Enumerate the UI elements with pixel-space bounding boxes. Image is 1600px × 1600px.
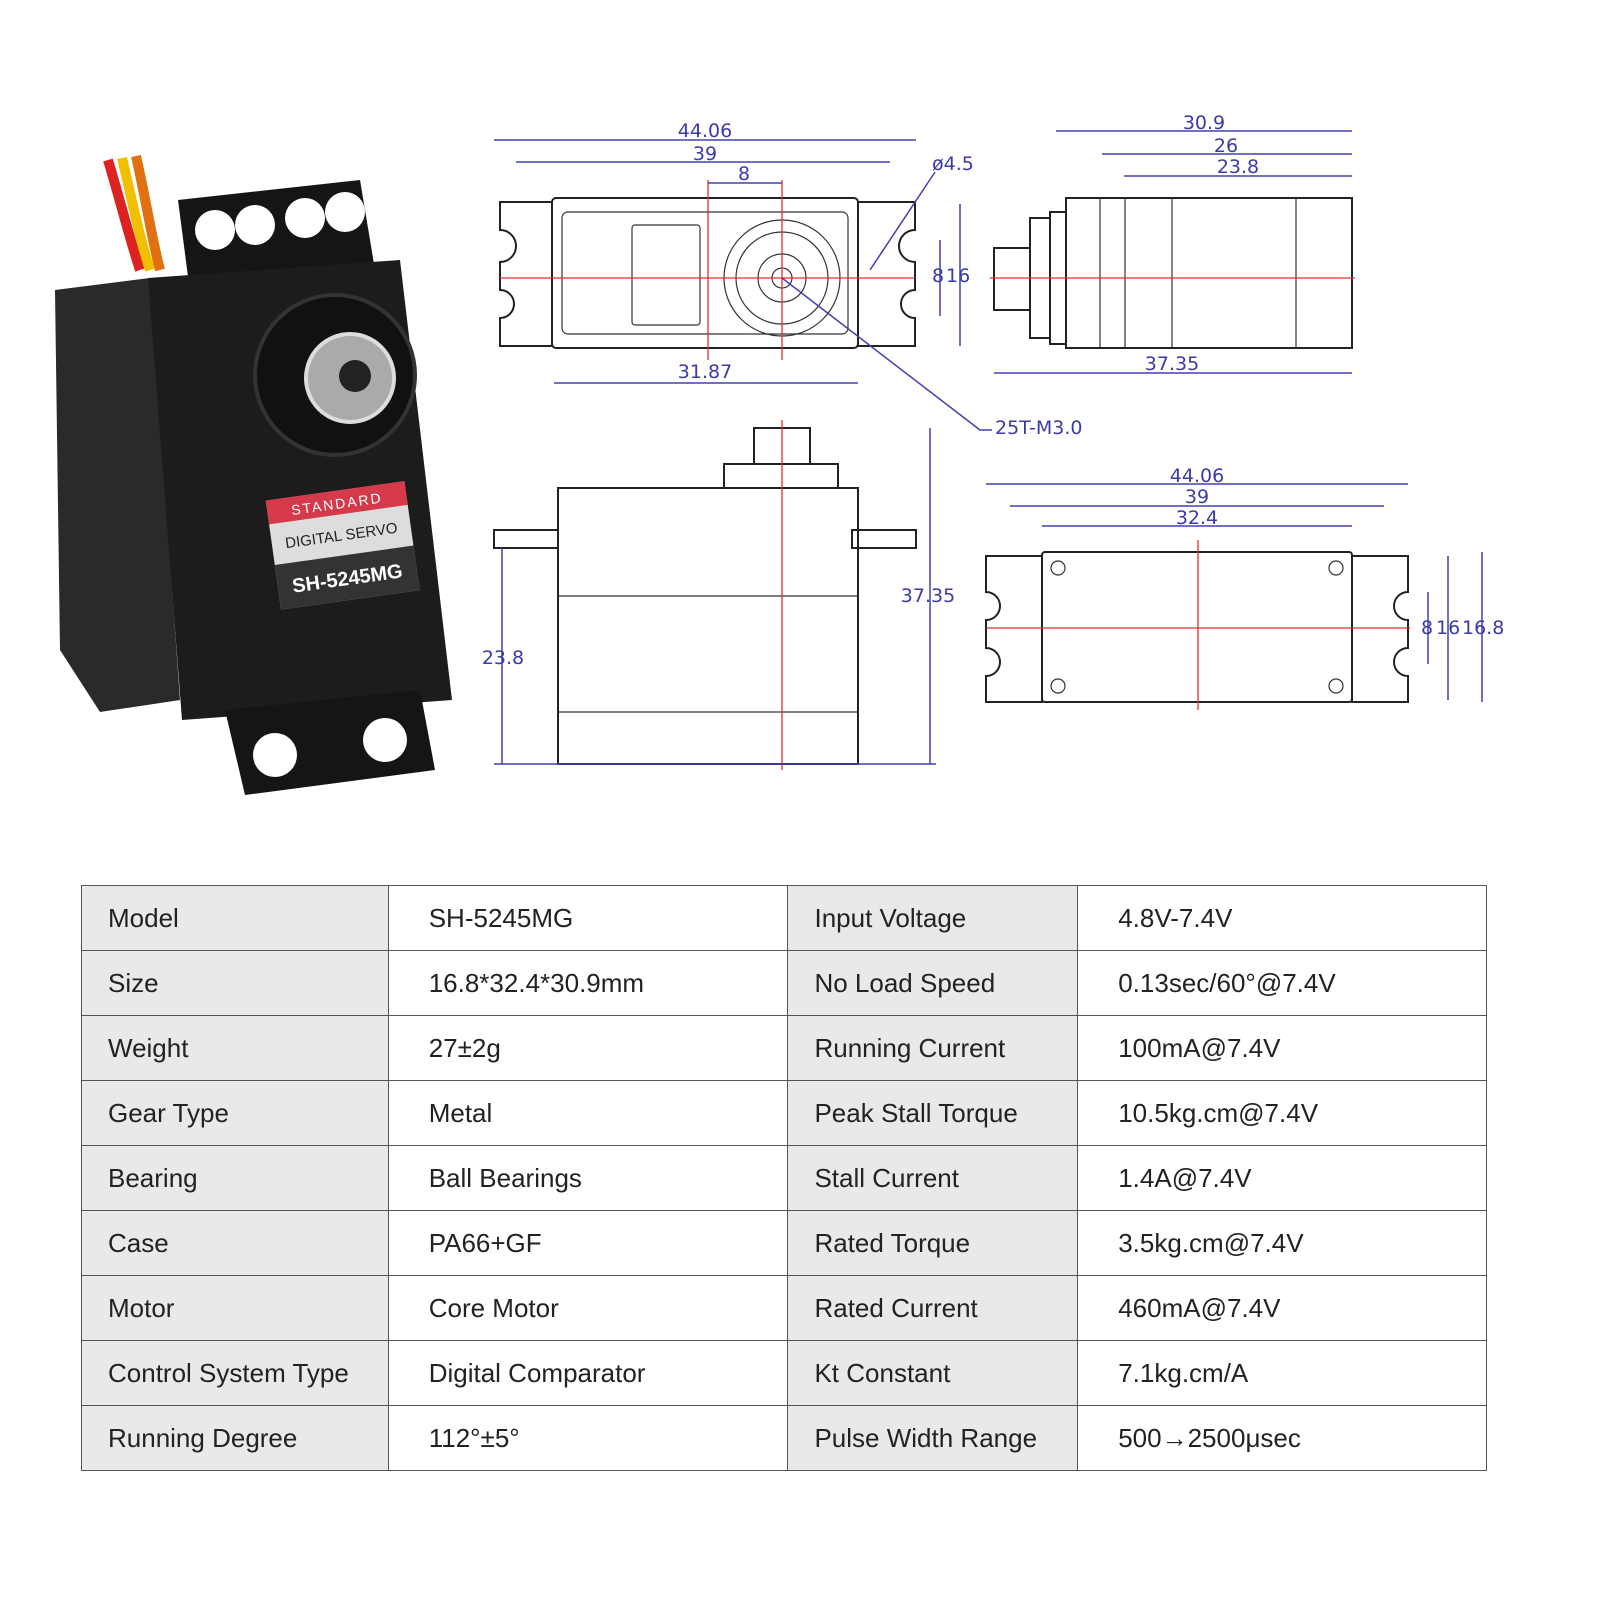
spec-label: Motor (81, 1275, 389, 1341)
spec-label: Gear Type (81, 1080, 389, 1146)
dim-bottom-hole-spacing: 8 (1421, 617, 1433, 639)
dim-front-tab-height: 23.8 (482, 647, 524, 669)
dim-side-w3: 23.8 (1217, 156, 1259, 178)
dim-side-w2: 26 (1214, 135, 1238, 157)
spec-label: Case (81, 1210, 389, 1276)
spec-value: 460mA@7.4V (1077, 1275, 1487, 1341)
spec-value: 1.4A@7.4V (1077, 1145, 1487, 1211)
dim-bottom-h1: 16 (1436, 617, 1460, 639)
dim-top-hole-pitch: 39 (693, 143, 717, 165)
spec-value: 27±2g (387, 1015, 789, 1081)
dim-top-spline-offset: 8 (738, 163, 750, 185)
dim-top-body-length: 31.87 (678, 361, 732, 383)
dim-bottom-body: 32.4 (1176, 507, 1218, 529)
spec-value: Core Motor (387, 1275, 789, 1341)
dim-top-height: 16 (946, 265, 970, 287)
dim-bottom-overall: 44.06 (1170, 465, 1224, 487)
side-view-drawing: 30.9 26 23.8 37.35 (990, 112, 1355, 375)
technical-drawings: STANDARD DIGITAL SERVO SH-5245MG 44.06 3… (55, 112, 1504, 795)
top-view-drawing: 44.06 39 8 ø4.5 8 16 31.87 25T-M3.0 (494, 120, 1083, 439)
dim-top-spline: 25T-M3.0 (995, 417, 1083, 439)
spec-value: 112°±5° (387, 1405, 789, 1471)
dim-side-length: 37.35 (1145, 353, 1199, 375)
dim-top-overall: 44.06 (678, 120, 732, 142)
spec-label: Rated Torque (787, 1210, 1079, 1276)
spec-value: 16.8*32.4*30.9mm (387, 950, 789, 1016)
dim-bottom-hole-pitch: 39 (1185, 486, 1209, 508)
spec-value: 100mA@7.4V (1077, 1015, 1487, 1081)
spec-value: SH-5245MG (387, 885, 789, 951)
spec-label: Model (81, 885, 389, 951)
spec-label: Running Current (787, 1015, 1079, 1081)
spec-value: 3.5kg.cm@7.4V (1077, 1210, 1487, 1276)
spec-label: No Load Speed (787, 950, 1079, 1016)
dim-top-hole-dia: ø4.5 (932, 153, 974, 175)
spec-value: 0.13sec/60°@7.4V (1077, 950, 1487, 1016)
spec-label: Peak Stall Torque (787, 1080, 1079, 1146)
spec-label: Stall Current (787, 1145, 1079, 1211)
spec-label: Input Voltage (787, 885, 1079, 951)
dim-top-hole-spacing: 8 (932, 265, 944, 287)
spec-label: Running Degree (81, 1405, 389, 1471)
spec-value: 500→2500μsec (1077, 1405, 1487, 1471)
dim-front-total-height: 37.35 (901, 585, 955, 607)
spec-value: PA66+GF (387, 1210, 789, 1276)
bottom-view-drawing: 44.06 39 32.4 8 16 16.8 (985, 465, 1504, 710)
dim-side-width: 30.9 (1183, 112, 1225, 134)
spec-label: Kt Constant (787, 1340, 1079, 1406)
spec-label: Pulse Width Range (787, 1405, 1079, 1471)
dim-bottom-h2: 16.8 (1462, 617, 1504, 639)
spec-label: Weight (81, 1015, 389, 1081)
spec-value: 10.5kg.cm@7.4V (1077, 1080, 1487, 1146)
spec-value: Ball Bearings (387, 1145, 789, 1211)
front-view-drawing: 37.35 23.8 (482, 420, 955, 770)
spec-value: Metal (387, 1080, 789, 1146)
spec-value: Digital Comparator (387, 1340, 789, 1406)
spec-label: Control System Type (81, 1340, 389, 1406)
spec-label: Bearing (81, 1145, 389, 1211)
servo-product-photo: STANDARD DIGITAL SERVO SH-5245MG (55, 154, 452, 795)
spec-value: 4.8V-7.4V (1077, 885, 1487, 951)
spec-label: Size (81, 950, 389, 1016)
spec-label: Rated Current (787, 1275, 1079, 1341)
spec-value: 7.1kg.cm/A (1077, 1340, 1487, 1406)
